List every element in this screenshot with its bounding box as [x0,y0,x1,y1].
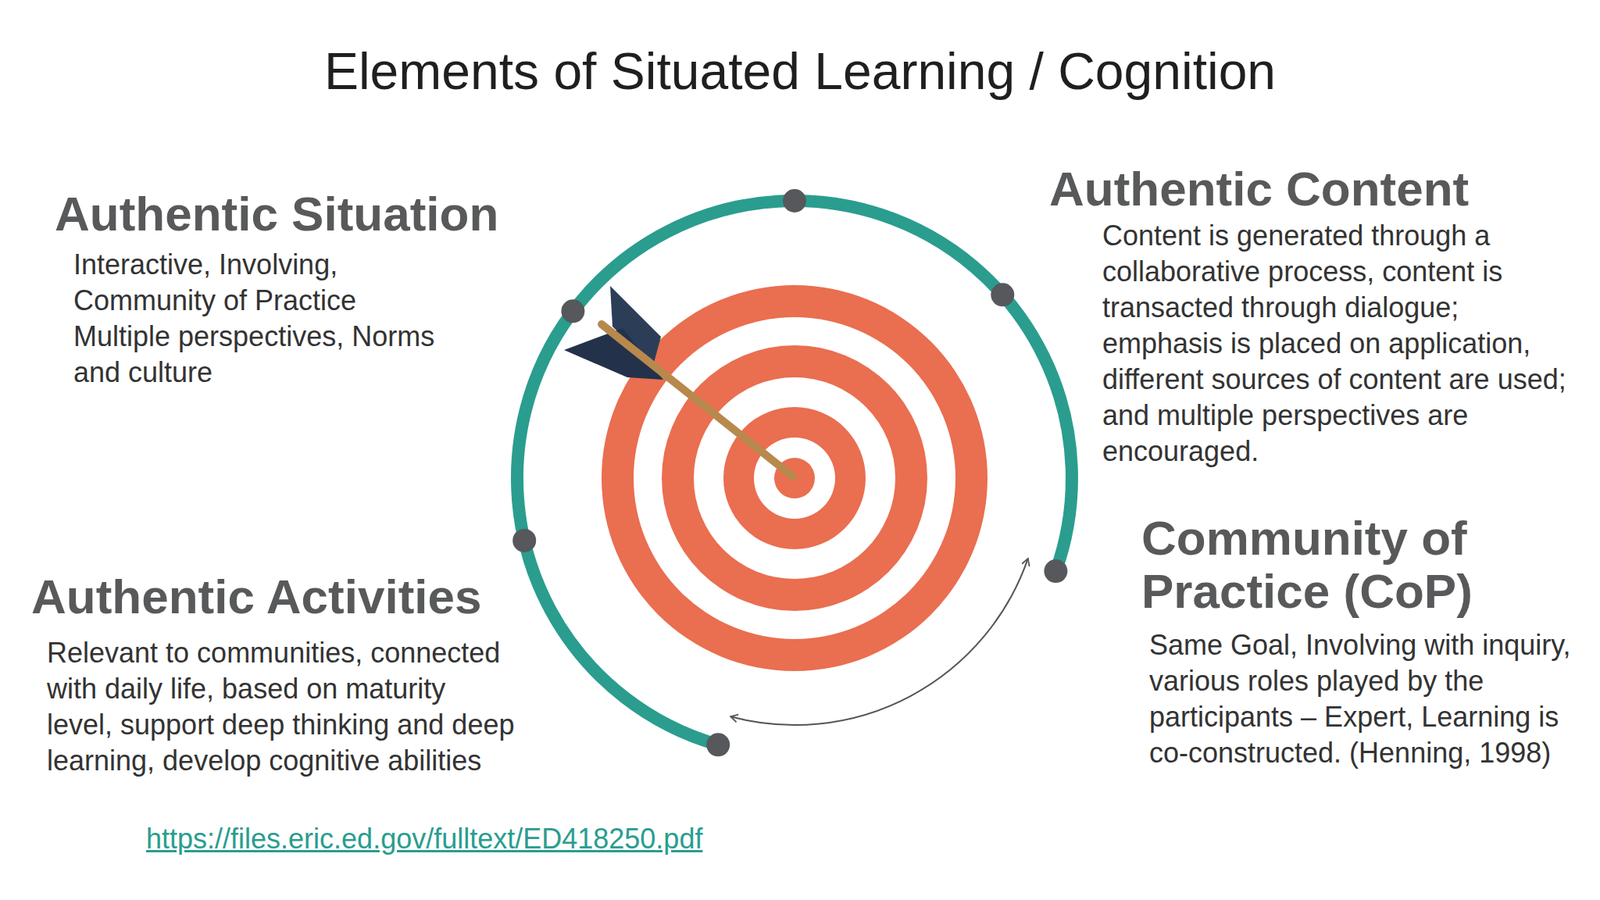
source-link: https://files.eric.ed.gov/fulltext/ED418… [146,821,703,857]
concept-heading: Authentic Activities [31,570,532,624]
concept-block: Authentic SituationInteractive, Involvin… [54,187,555,391]
concept-description: Content is generated through a collabora… [1102,217,1587,470]
concept-description: Same Goal, Involving with inquiry, vario… [1149,627,1575,772]
concept-block: Authentic ContentContent is generated th… [1049,162,1589,470]
ring-dot [1043,559,1068,583]
target-ring [601,285,988,672]
concept-block: Community of Practice (CoP)Same Goal, In… [1141,511,1579,772]
dart-shaft [601,324,793,477]
concept-heading: Community of Practice (CoP) [1141,511,1579,618]
teal-ring [517,200,1072,745]
concept-heading: Authentic Content [1049,162,1589,216]
concept-description: Interactive, Involving, Community of Pra… [73,246,449,391]
diagram-title: Elements of Situated Learning / Cognitio… [0,42,1600,102]
ring-dot [560,299,585,323]
ring-dot [782,189,807,213]
ring-dot [512,528,536,553]
cycle-arrow [730,558,1029,725]
ring-dot [706,732,730,757]
concept-description: Relevant to communities, connected with … [46,635,516,779]
ring-dot [990,282,1015,307]
concept-block: Authentic ActivitiesRelevant to communit… [31,570,532,779]
concept-heading: Authentic Situation [54,187,555,241]
